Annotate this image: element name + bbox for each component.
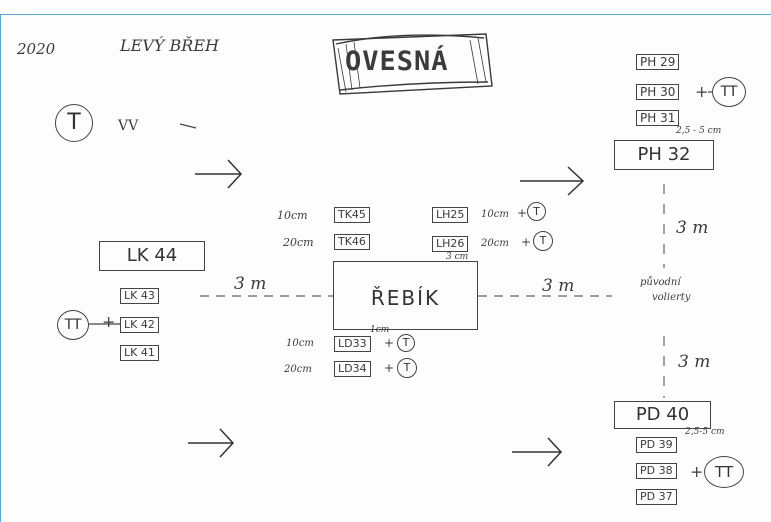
bottom-right-plus: + [690, 462, 703, 481]
left-plus: + [102, 312, 115, 331]
rebik-box: ŘEBÍK [333, 261, 478, 330]
ph29-box: PH 29 [636, 54, 679, 70]
ld33-dist: 10cm [286, 338, 314, 349]
lh25-dist: 10cm [481, 209, 509, 220]
left-distance: 3 m [234, 274, 266, 294]
ld34-dist: 20cm [284, 364, 312, 375]
lh26-box: LH26 [432, 236, 468, 252]
original-label-line1: původní [640, 277, 681, 288]
lh25-t-circle: T [527, 202, 546, 221]
bottom-right-tt-circle: TT [704, 456, 744, 488]
bottom-right-note: 2,5-5 cm [685, 427, 725, 437]
lk42-box: LK 42 [120, 317, 159, 333]
lh25-box: LH25 [432, 207, 468, 223]
pd38-box: PD 38 [636, 463, 677, 479]
ld34-plus: + [384, 361, 394, 375]
ld33-box: LD33 [334, 336, 371, 352]
right-distance: 3 m [542, 276, 574, 296]
top-right-plus: + [695, 82, 708, 101]
lk43-box: LK 43 [120, 288, 159, 304]
legend-t-circle: T [55, 104, 93, 142]
arrow-top-left [195, 160, 241, 188]
lh26-dist: 20cm [481, 238, 509, 249]
pd40-box: PD 40 [614, 401, 711, 429]
lh26-plus: + [521, 235, 531, 249]
tk45-dist: 10cm [277, 209, 308, 222]
upper-vertical-distance: 3 m [676, 218, 708, 238]
lh26-t-circle: T [533, 231, 553, 251]
original-label-line2: volierty [652, 292, 690, 303]
pd37-box: PD 37 [636, 489, 677, 505]
top-right-tt-circle: TT [712, 77, 746, 107]
tk46-box: TK46 [334, 234, 370, 250]
arrow-bottom-right [512, 438, 561, 466]
arrow-bottom-left [188, 429, 233, 457]
ph31-box: PH 31 [636, 110, 679, 126]
ld34-t-circle: T [397, 358, 417, 378]
ld34-box: LD34 [334, 361, 371, 377]
lh25-plus: + [517, 206, 527, 220]
top-right-note: 2,5 - 5 cm [676, 126, 721, 136]
tk45-box: TK45 [334, 207, 370, 223]
year-label: 2020 [17, 40, 55, 58]
rebik-note: 1cm [370, 325, 389, 335]
ph32-box: PH 32 [614, 140, 714, 170]
ph30-box: PH 30 [636, 84, 679, 100]
arrow-top-right [520, 167, 583, 195]
ld33-t-circle: T [397, 334, 415, 352]
legend-dash [180, 124, 196, 128]
title-text: OVESNÁ [345, 46, 449, 77]
legend-vv-label: VV [118, 118, 138, 134]
pd39-box: PD 39 [636, 437, 677, 453]
left-tt-circle: TT [57, 310, 89, 340]
tk46-dist: 20cm [283, 236, 314, 249]
lk41-box: LK 41 [120, 345, 159, 361]
ld33-plus: + [384, 336, 394, 350]
lower-vertical-distance: 3 m [678, 352, 710, 372]
lk44-box: LK 44 [99, 241, 205, 271]
bank-label: LEVÝ BŘEH [120, 36, 219, 55]
